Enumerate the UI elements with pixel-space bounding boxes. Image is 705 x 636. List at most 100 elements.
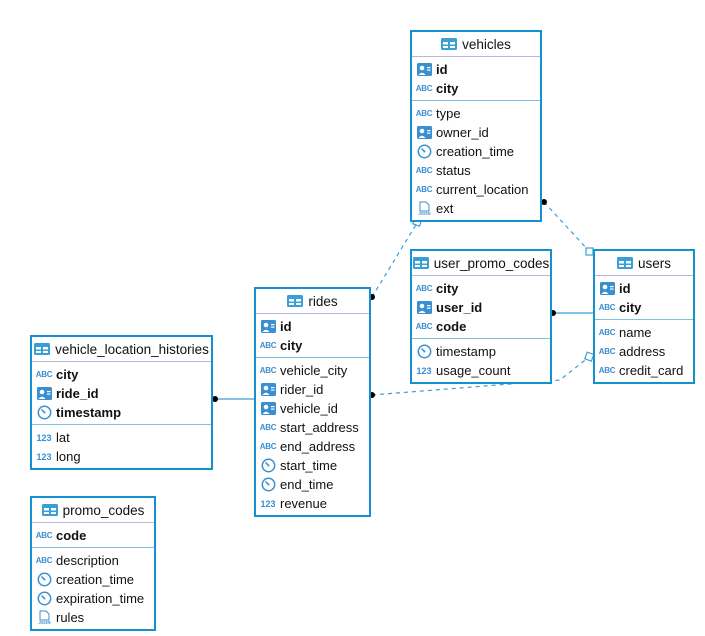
text-type-icon: ABC (415, 166, 433, 175)
relation-end-square (584, 351, 595, 362)
text-type-icon: ABC (259, 341, 277, 350)
column-row[interactable]: id (256, 317, 369, 336)
column-row[interactable]: timestamp (412, 342, 550, 361)
table-header[interactable]: promo_codes (32, 498, 154, 523)
text-type-icon: ABC (35, 370, 53, 379)
table-name: rides (308, 293, 338, 309)
column-name: start_address (280, 420, 359, 435)
relation-end-dot (212, 396, 218, 402)
column-row[interactable]: creation_time (32, 570, 154, 589)
column-row[interactable]: id (595, 279, 693, 298)
column-name: city (280, 338, 303, 353)
column-name: current_location (436, 182, 529, 197)
table-header[interactable]: rides (256, 289, 369, 314)
column-row[interactable]: JSON rules (32, 608, 154, 627)
column-name: vehicle_id (280, 401, 338, 416)
table-header[interactable]: vehicles (412, 32, 540, 57)
table-header[interactable]: users (595, 251, 693, 276)
column-name: creation_time (436, 144, 515, 159)
text-type-icon: ABC (415, 322, 433, 331)
column-row[interactable]: end_time (256, 475, 369, 494)
timestamp-type-icon (260, 477, 276, 492)
relation-end-dot (541, 199, 547, 205)
column-name: revenue (280, 496, 327, 511)
column-row[interactable]: creation_time (412, 142, 540, 161)
column-row[interactable]: user_id (412, 298, 550, 317)
table-name: users (637, 255, 671, 271)
column-row[interactable]: owner_id (412, 123, 540, 142)
column-row[interactable]: rider_id (256, 380, 369, 399)
table-icon (41, 503, 58, 517)
column-row[interactable]: timestamp (32, 403, 211, 422)
relation-end-square (585, 247, 594, 256)
column-row[interactable]: expiration_time (32, 589, 154, 608)
table-icon (34, 342, 51, 356)
relation-vehicles-users (543, 201, 590, 252)
column-row[interactable]: start_time (256, 456, 369, 475)
column-name: id (436, 62, 448, 77)
column-name: credit_card (619, 363, 684, 378)
number-type-icon: 123 (260, 498, 276, 509)
json-type-icon: JSON (36, 610, 52, 625)
timestamp-type-icon (36, 591, 52, 606)
svg-text:JSON: JSON (38, 620, 50, 625)
column-name: city (436, 81, 459, 96)
column-name: city (56, 367, 79, 382)
column-name: city (436, 281, 459, 296)
relation-rides-vehicles (371, 222, 418, 298)
column-row[interactable]: 123 revenue (256, 494, 369, 513)
table-header[interactable]: user_promo_codes (412, 251, 550, 276)
key-column-icon (599, 282, 615, 296)
key-column-icon (260, 402, 276, 416)
text-type-icon: ABC (259, 423, 277, 432)
table-name: vehicles (462, 36, 511, 52)
column-name: code (436, 319, 467, 334)
column-row[interactable]: id (412, 60, 540, 79)
table-name: user_promo_codes (433, 255, 550, 271)
key-column-icon (416, 126, 432, 140)
key-column-icon (260, 320, 276, 334)
column-row[interactable]: vehicle_id (256, 399, 369, 418)
column-row[interactable]: ride_id (32, 384, 211, 403)
column-name: end_time (280, 477, 334, 492)
column-name: ext (436, 201, 454, 216)
table-header[interactable]: vehicle_location_histories (32, 337, 211, 362)
column-name: id (619, 281, 631, 296)
column-name: rules (56, 610, 85, 625)
timestamp-type-icon (416, 344, 432, 359)
